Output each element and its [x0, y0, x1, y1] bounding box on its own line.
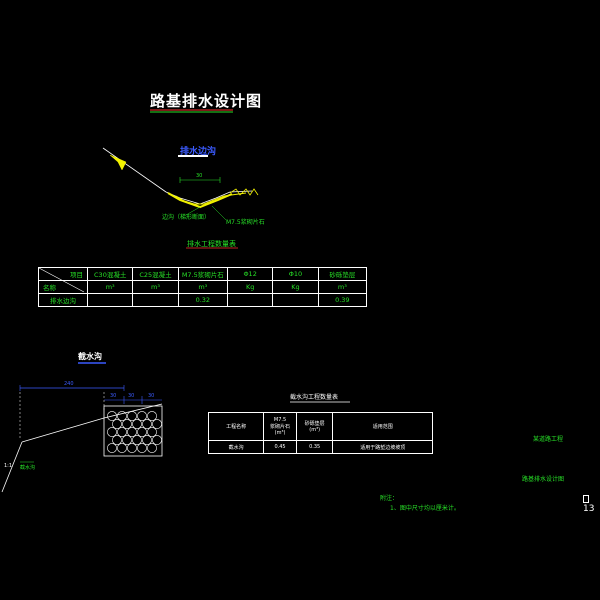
- t1-u-gravel: m³: [317, 280, 368, 294]
- ditch-callout-left: 边沟（梯形断面）: [162, 214, 211, 221]
- t2-h-gravel: 砂砾垫层 (m³): [295, 412, 334, 441]
- t1-u-c30: m³: [87, 280, 134, 294]
- ditch-width-label: 30: [196, 173, 203, 179]
- t1-row-phi12: [226, 293, 274, 307]
- notes-label: 附注：: [380, 495, 399, 502]
- section1-title: 排水边沟: [180, 147, 217, 157]
- t1-u-phi12: Kg: [226, 280, 274, 294]
- titleblock-project: 某道路工程: [533, 436, 564, 443]
- t1-u-phi10: Kg: [272, 280, 319, 294]
- ditch-section: [102, 147, 259, 221]
- sheet-prefix-icon: [583, 494, 589, 503]
- t1-row-name: 排水边沟: [37, 293, 89, 307]
- t1-u-m75: m³: [177, 280, 228, 294]
- t1-row-m75: 0.32: [177, 293, 228, 307]
- t1-h-c25: C25混凝土: [132, 267, 179, 281]
- t1-row-phi10: [272, 293, 319, 307]
- t2-h-m75: M7.5 浆砌片石 (m³): [263, 412, 297, 441]
- intercept-dim-1: 30: [110, 393, 117, 399]
- t1-h-phi10: Φ10: [272, 267, 319, 281]
- table1-title: 排水工程数量表: [187, 240, 236, 248]
- intercept-ditch: [1, 385, 163, 493]
- t2-r-scope: 适用于路堑边坡坡顶: [332, 440, 433, 454]
- table2-title: 截水沟工程数量表: [290, 394, 339, 401]
- table2: 工程名称 M7.5 浆砌片石 (m³) 砂砾垫层 (m³) 适用范围 截水沟 0…: [207, 412, 433, 454]
- t2-h-scope: 适用范围: [332, 412, 433, 441]
- t1-h-gravel: 砂砾垫层: [317, 267, 368, 281]
- t2-r-name: 截水沟: [207, 440, 265, 454]
- t2-r-gravel: 0.35: [295, 440, 334, 454]
- t1-h-phi12: Φ12: [226, 267, 274, 281]
- t1-row-c25: [132, 293, 179, 307]
- sheet-number: 13: [583, 504, 595, 514]
- t1-h-m75: M7.5浆砌片石: [177, 267, 228, 281]
- drawing-title: 路基排水设计图: [150, 92, 263, 110]
- t1-h-c30: C30混凝土: [87, 267, 134, 281]
- t2-r-m75: 0.45: [263, 440, 297, 454]
- intercept-dim-total: 240: [64, 381, 74, 387]
- table1: 项目 C30混凝土 C25混凝土 M7.5浆砌片石 Φ12 Φ10 砂砾垫层 名…: [37, 267, 368, 307]
- intercept-dim-2: 30: [128, 393, 135, 399]
- notes-line1: 1、图中尺寸均以厘米计。: [390, 505, 460, 512]
- titleblock-drawing: 路基排水设计图: [522, 476, 565, 483]
- t1-row-c30: [87, 293, 134, 307]
- t1-row-gravel: 0.39: [317, 293, 368, 307]
- titleblock-sheet: 13: [583, 494, 600, 514]
- section2-title: 截水沟: [78, 352, 102, 361]
- intercept-dim-3: 30: [148, 393, 155, 399]
- intercept-slope-ratio: 1:1: [4, 463, 13, 469]
- t1-h-item: 项目: [37, 267, 89, 281]
- t1-u-c25: m³: [132, 280, 179, 294]
- intercept-slope-label: 截水沟: [20, 465, 36, 471]
- t1-h-name: 名称: [37, 280, 89, 294]
- ditch-callout-right: M7.5浆砌片石: [226, 219, 265, 226]
- t2-h-name: 工程名称: [207, 412, 265, 441]
